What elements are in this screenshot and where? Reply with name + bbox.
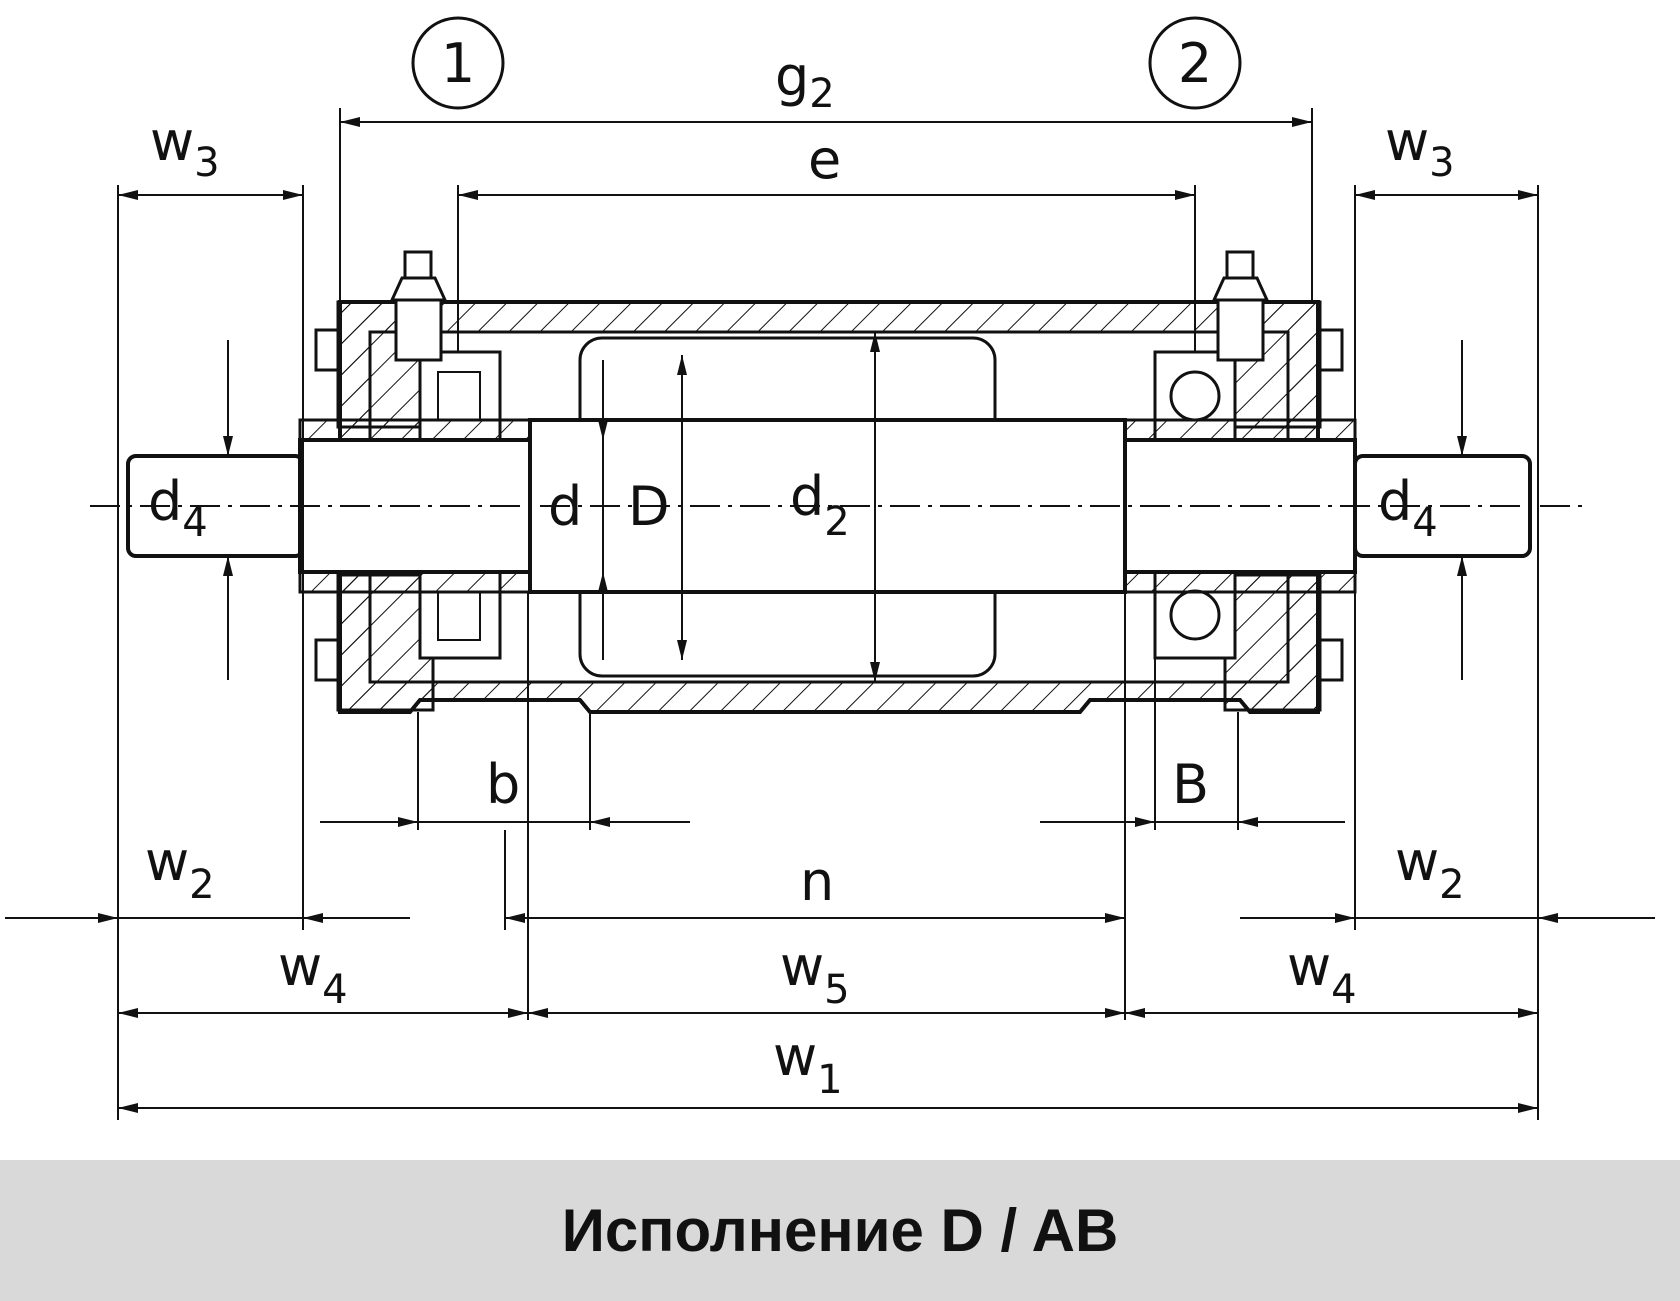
- callout-2-label: 2: [1178, 32, 1212, 95]
- label-w1: w1: [773, 1025, 843, 1103]
- callout-1: 1: [411, 16, 505, 110]
- label-w3-right: w3: [1385, 110, 1455, 186]
- technical-drawing: 1 2 g2 e w3 w3 d4 d4 d D d2 b B w2 w2 n …: [5, 16, 1655, 1120]
- label-d2: d2: [790, 465, 850, 545]
- label-w2-right: w2: [1395, 830, 1465, 908]
- shaft: [90, 418, 1590, 594]
- callout-1-label: 1: [441, 32, 475, 95]
- label-w2-left: w2: [145, 830, 215, 908]
- label-B: B: [1172, 753, 1209, 816]
- label-d4-left: d4: [148, 470, 208, 546]
- caption-bar: Исполнение D / AB: [0, 1160, 1680, 1301]
- label-w5: w5: [780, 935, 850, 1013]
- label-e: e: [808, 128, 841, 191]
- label-b: b: [486, 753, 520, 816]
- dimension-lines: [5, 108, 1655, 1120]
- dimension-labels: g2 e w3 w3 d4 d4 d D d2 b B w2 w2 n w4 w…: [145, 45, 1465, 1103]
- callout-2: 2: [1148, 16, 1242, 110]
- label-D: D: [628, 475, 670, 538]
- label-w3-left: w3: [150, 110, 220, 186]
- bolts: [314, 328, 1344, 682]
- label-d: d: [548, 475, 582, 538]
- label-w4-left: w4: [278, 935, 348, 1013]
- label-d4-right: d4: [1378, 470, 1438, 546]
- label-w4-right: w4: [1287, 935, 1357, 1013]
- label-n: n: [800, 850, 834, 913]
- grease-nipple-left: [389, 250, 448, 362]
- caption-title: Исполнение D / AB: [561, 1197, 1119, 1264]
- label-g2: g2: [775, 45, 835, 117]
- grease-nipple-right: [1211, 250, 1270, 362]
